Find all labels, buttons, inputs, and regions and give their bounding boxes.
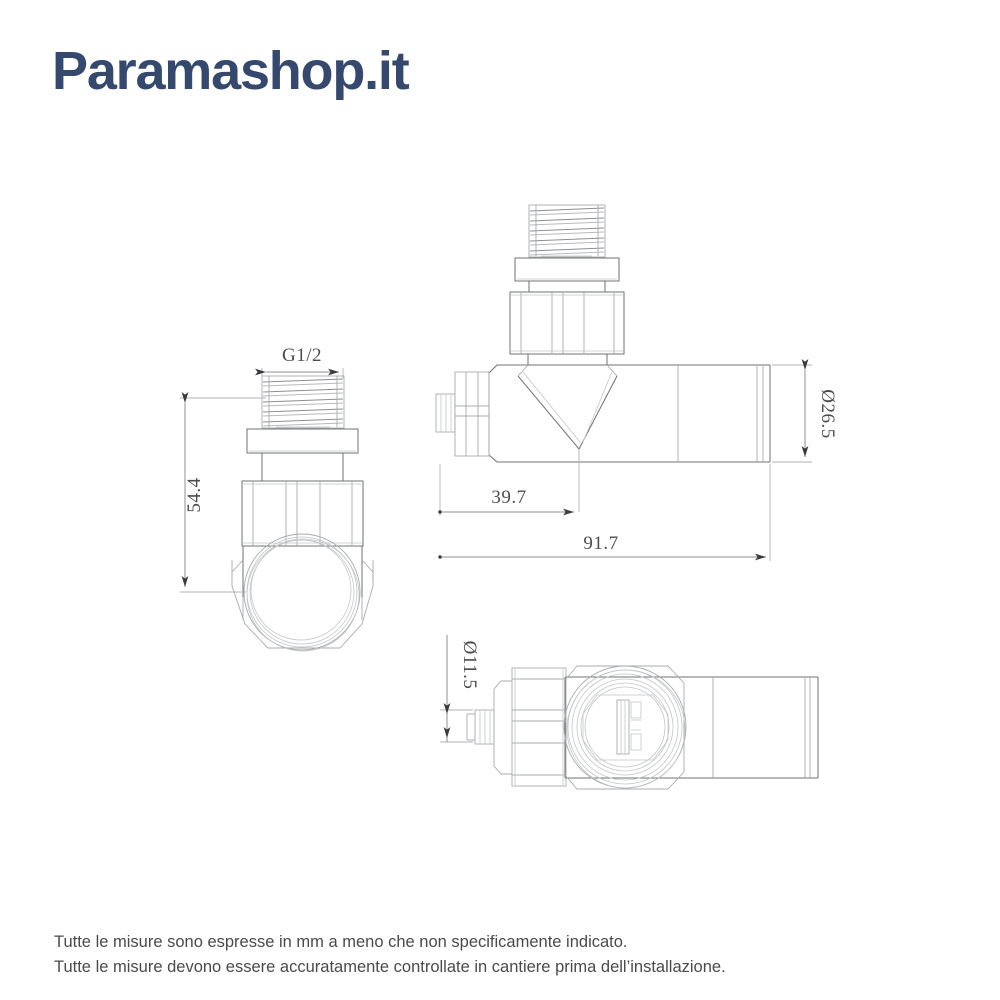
neck-left — [261, 453, 344, 481]
footer-note-line-1: Tutte le misure sono espresse in mm a me… — [54, 933, 628, 951]
valve-body-middle — [517, 364, 771, 512]
dimension-54-4: 54.4 — [180, 392, 266, 593]
view-middle-front: Ø26.5 39.7 91.7 — [435, 204, 838, 561]
lower-neck-middle — [527, 354, 608, 365]
spigot-bottom — [466, 709, 495, 745]
thread-section-left — [261, 375, 345, 429]
valve-body-left — [231, 533, 374, 652]
view-left-side: G1/2 54.4 — [180, 345, 374, 652]
hex-nut-middle — [509, 291, 625, 355]
dimension-diameter-11-5: Ø11.5 — [440, 635, 480, 743]
dimension-91-7: 91.7 — [438, 464, 771, 561]
collar-left — [246, 428, 359, 454]
shoulder-bottom — [493, 680, 512, 775]
dimension-label-11-5: Ø11.5 — [459, 641, 480, 690]
dimension-label-26-5: Ø26.5 — [817, 389, 838, 438]
view-bottom-top: Ø11.5 — [440, 635, 819, 790]
dimension-label-g-half: G1/2 — [282, 345, 322, 366]
outlet-left-middle — [435, 364, 518, 463]
hex-nut-left — [241, 480, 364, 547]
flange-middle — [514, 257, 620, 282]
dimension-g-half: G1/2 — [255, 345, 344, 378]
neck-middle — [528, 281, 606, 292]
hex-nut-bottom — [511, 667, 567, 787]
dimension-diameter-26-5: Ø26.5 — [772, 359, 838, 463]
dimension-label-39-7: 39.7 — [491, 487, 526, 508]
dimension-label-54-4: 54.4 — [184, 477, 205, 512]
dimension-39-7: 39.7 — [438, 464, 574, 516]
valve-port-bottom — [563, 665, 687, 790]
footer-note-line-2: Tutte le misure devono essere accuratame… — [54, 958, 726, 976]
brand-logo: Paramashop.it — [52, 41, 410, 101]
dimension-label-91-7: 91.7 — [583, 533, 618, 554]
valve-body-bottom — [564, 676, 819, 779]
footer-notes: Tutte le misure sono espresse in mm a me… — [54, 930, 934, 980]
thread-section-middle — [528, 204, 606, 258]
